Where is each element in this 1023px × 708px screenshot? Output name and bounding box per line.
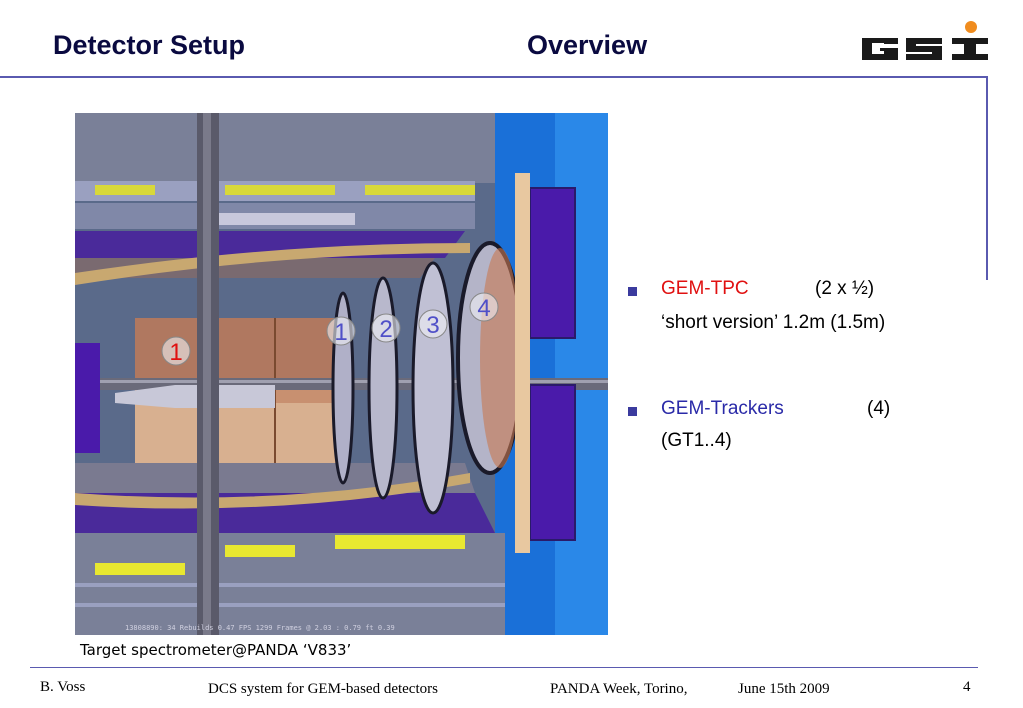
marker-tracker-2: 2 bbox=[371, 313, 401, 343]
bullet-title: GEM-Trackers bbox=[661, 398, 784, 419]
footer-talk: DCS system for GEM-based detectors bbox=[208, 681, 438, 697]
svg-text:3: 3 bbox=[426, 312, 439, 339]
header-rule bbox=[0, 76, 988, 78]
marker-tracker-4: 4 bbox=[469, 292, 499, 322]
footer-author: B. Voss bbox=[40, 679, 86, 695]
footer-date: June 15th 2009 bbox=[738, 681, 830, 697]
page-number: 4 bbox=[963, 679, 971, 695]
bullet-detail: (GT1..4) bbox=[661, 430, 732, 451]
marker-tpc-1: 1 bbox=[161, 336, 191, 366]
gsi-logo bbox=[862, 21, 988, 60]
bullet-detail: ‘short version’ 1.2m (1.5m) bbox=[661, 312, 886, 333]
svg-text:2: 2 bbox=[379, 316, 392, 343]
right-rule bbox=[986, 76, 988, 280]
bullet-count: (2 x ½) bbox=[815, 278, 875, 299]
detector-rendering: 13808890: 34 Rebuilds 0.47 FPS 1299 Fram… bbox=[75, 113, 608, 635]
svg-text:4: 4 bbox=[477, 295, 490, 322]
marker-tracker-3: 3 bbox=[418, 309, 448, 339]
svg-text:1: 1 bbox=[334, 319, 347, 346]
marker-tracker-1: 1 bbox=[326, 316, 356, 346]
footer-rule bbox=[30, 667, 978, 668]
slide-subtitle: Overview bbox=[527, 30, 648, 60]
slide-title: Detector Setup bbox=[53, 30, 246, 60]
figure-caption: Target spectrometer@PANDA ‘V833’ bbox=[80, 641, 352, 659]
footer-event: PANDA Week, Torino, bbox=[550, 681, 688, 697]
render-status-line: 13808890: 34 Rebuilds 0.47 FPS 1299 Fram… bbox=[125, 624, 395, 632]
bullet-square-icon bbox=[628, 407, 637, 416]
svg-text:1: 1 bbox=[169, 339, 182, 366]
bullet-title: GEM-TPC bbox=[661, 278, 749, 299]
bullet-square-icon bbox=[628, 287, 637, 296]
bullet-count: (4) bbox=[867, 398, 891, 419]
